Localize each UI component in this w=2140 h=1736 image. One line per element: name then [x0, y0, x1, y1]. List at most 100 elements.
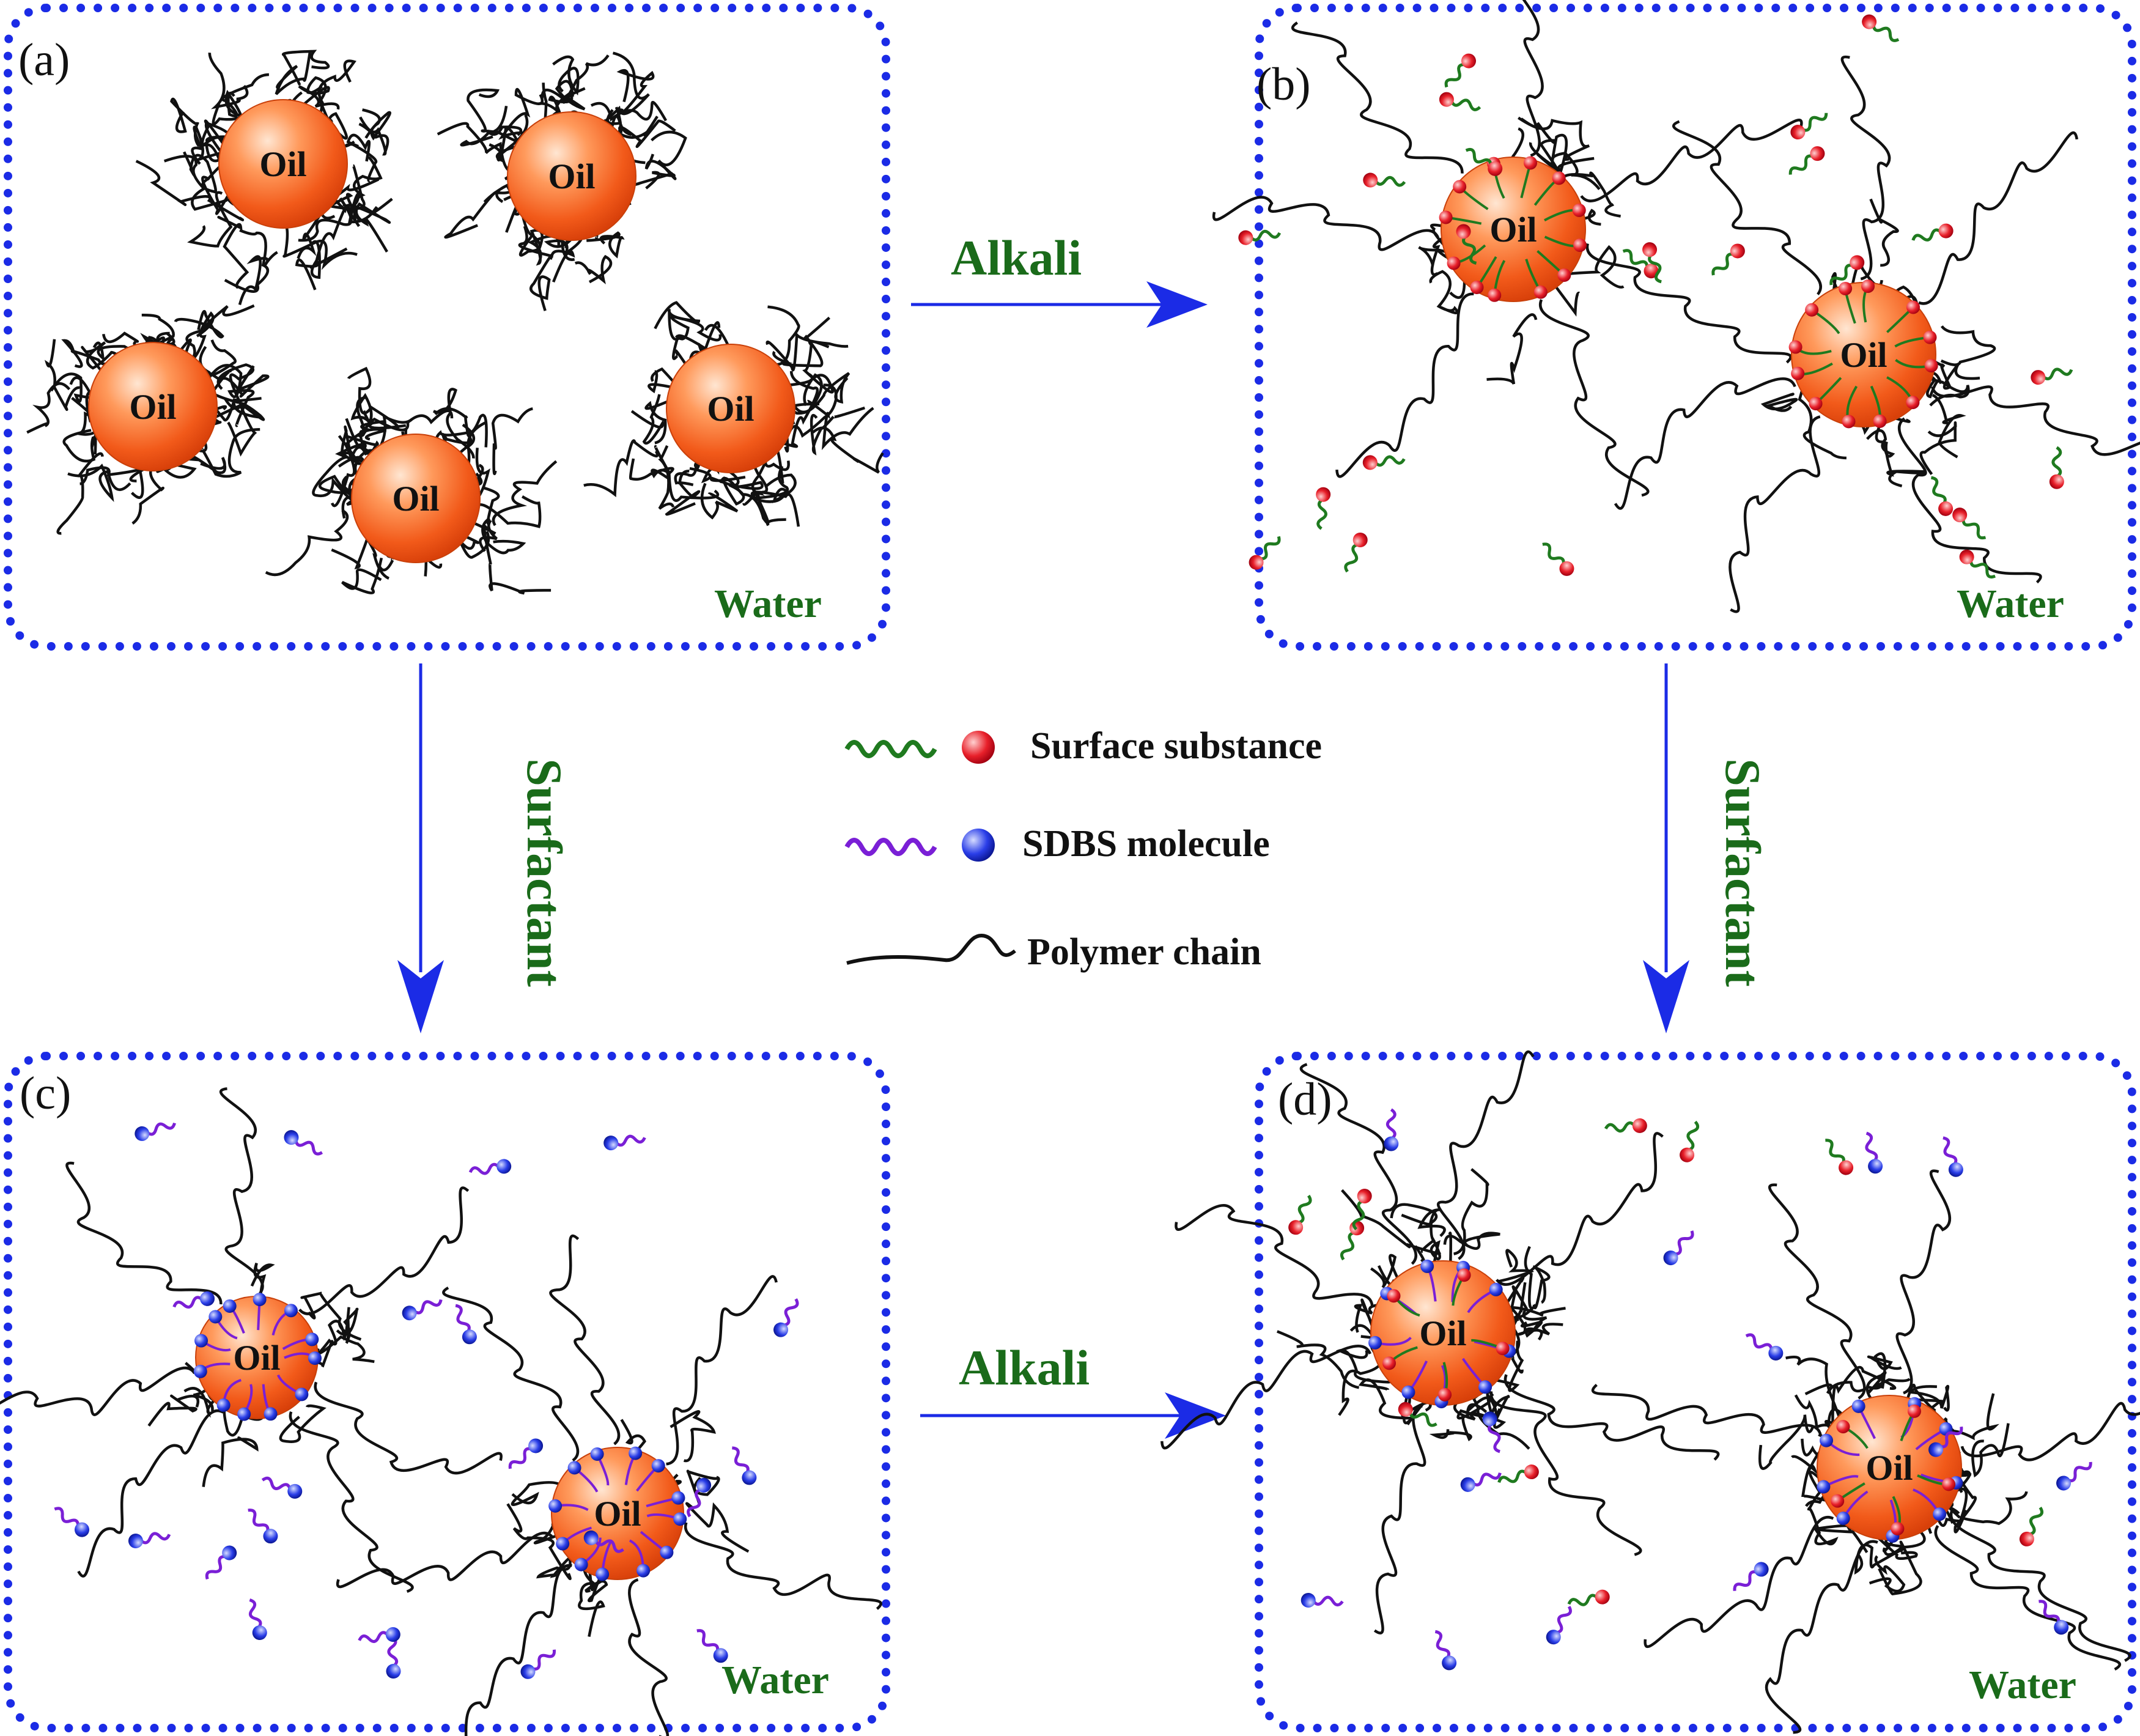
- panel-d-medium: Water: [1969, 1663, 2076, 1707]
- surface-substance-molecule: [1444, 53, 1476, 88]
- arrow-b-to-d-label: Surfactant: [1715, 758, 1771, 987]
- sdbs-molecule: [1434, 1630, 1457, 1671]
- surface-substance-molecule: [1911, 223, 1954, 242]
- panel-a: [4, 4, 890, 651]
- surface-substance-molecule: [1497, 1465, 1539, 1483]
- panel-b-medium: Water: [1957, 582, 2064, 626]
- oil-label: Oil: [707, 389, 754, 429]
- arrow-a-to-c-label: Surfactant: [517, 758, 572, 987]
- sdbs-molecule: [603, 1134, 646, 1151]
- sdbs-molecule: [54, 1507, 90, 1537]
- panel-d-label: (d): [1278, 1074, 1332, 1125]
- surface-substance-molecule: [1680, 1120, 1700, 1162]
- sdbs-molecule: [583, 1530, 624, 1553]
- surface-substance-molecule: [1604, 1118, 1647, 1133]
- surface-substance-molecule: [1362, 455, 1406, 470]
- surface-substance-molecule: [1465, 147, 1503, 176]
- oil-label: Oil: [392, 479, 439, 519]
- legend-polymer-chain-icon: [846, 933, 1016, 965]
- sdbs-molecule: [1663, 1230, 1694, 1266]
- arrow-a-to-b: [911, 281, 1208, 328]
- surface-substance-molecule: [1788, 146, 1825, 175]
- oil-label: Oil: [1840, 335, 1887, 375]
- sdbs-molecule: [1482, 1411, 1501, 1453]
- legend-sdbs-molecule-icon: [844, 829, 995, 862]
- sdbs-molecule: [248, 1509, 278, 1544]
- panel-b-label: (b): [1256, 59, 1311, 110]
- legend-surface-substance-label: Surface substance: [1030, 725, 1323, 767]
- sdbs-molecule: [1928, 1426, 1963, 1457]
- surface-substance-molecule: [1340, 1221, 1365, 1261]
- sdbs-molecule: [248, 1598, 267, 1641]
- surface-substance-molecule: [1959, 549, 1996, 579]
- sdbs-molecule: [1301, 1592, 1344, 1608]
- sdbs-molecule: [468, 1159, 512, 1175]
- surface-substance-molecule: [1952, 508, 1987, 540]
- surface-substance-molecule: [1363, 172, 1406, 188]
- surface-substance-molecule: [1439, 92, 1481, 111]
- sdbs-molecule: [284, 1130, 323, 1156]
- surface-substance-molecule: [1930, 476, 1954, 516]
- oil-label: Oil: [594, 1494, 641, 1534]
- surface-substance-molecule: [1456, 224, 1477, 265]
- sdbs-molecule: [732, 1446, 757, 1485]
- oil-label: Oil: [548, 157, 595, 196]
- surface-substance-molecule: [1249, 536, 1281, 570]
- oil-label: Oil: [1489, 210, 1537, 249]
- surface-substance-molecule: [1711, 243, 1745, 276]
- oil-label: Oil: [233, 1338, 280, 1378]
- surface-substance-molecule: [1642, 242, 1662, 284]
- sdbs-molecule: [1745, 1333, 1784, 1361]
- surface-substance-molecule: [1862, 14, 1900, 42]
- surface-substance-molecule: [1622, 249, 1659, 279]
- sdbs-molecule: [172, 1291, 215, 1309]
- sdbs-molecule: [128, 1532, 171, 1548]
- sdbs-molecule: [520, 1649, 556, 1679]
- sdbs-molecule: [1943, 1136, 1963, 1177]
- sdbs-molecule: [1546, 1606, 1572, 1645]
- sdbs-molecule: [386, 1635, 401, 1679]
- arrow-c-to-d-label: Alkali: [959, 1340, 1090, 1395]
- sdbs-molecule: [1384, 1108, 1399, 1151]
- sdbs-molecule: [1865, 1131, 1883, 1174]
- surface-substance-molecule: [1398, 1402, 1437, 1427]
- sdbs-molecule: [261, 1476, 303, 1499]
- sdbs-molecule: [687, 1477, 712, 1518]
- legend-surface-substance-icon: [844, 731, 995, 764]
- surface-substance-molecule: [2019, 1506, 2044, 1546]
- sdbs-molecule: [1460, 1472, 1502, 1492]
- panel-b: [1255, 4, 2136, 651]
- surface-substance-molecule: [2049, 446, 2064, 489]
- oil-label: Oil: [1865, 1448, 1913, 1488]
- sdbs-molecule: [455, 1304, 477, 1345]
- sdbs-molecule: [1733, 1562, 1769, 1591]
- arrow-a-to-c: [397, 663, 444, 1033]
- sdbs-molecule: [205, 1545, 237, 1580]
- surface-substance-molecule: [1238, 229, 1282, 245]
- arrow-c-to-d: [920, 1392, 1226, 1439]
- oil-label: Oil: [259, 144, 306, 184]
- surface-substance-molecule: [1829, 255, 1865, 286]
- sdbs-molecule: [508, 1438, 544, 1469]
- sdbs-molecule: [773, 1298, 799, 1337]
- legend-polymer-chain-label: Polymer chain: [1027, 931, 1261, 973]
- sdbs-molecule: [2039, 1600, 2069, 1635]
- surface-substance-molecule: [1316, 487, 1331, 530]
- legend-sdbs-molecule-label: SDBS molecule: [1022, 823, 1270, 865]
- surface-substance-molecule: [2031, 368, 2073, 385]
- surface-substance-molecule: [1567, 1589, 1610, 1606]
- surface-substance-molecule: [1790, 113, 1828, 140]
- surface-substance-molecule: [1352, 1188, 1372, 1230]
- arrow-b-to-d: [1643, 663, 1689, 1033]
- surface-substance-molecule: [1344, 532, 1368, 573]
- sdbs-molecule: [402, 1299, 443, 1321]
- panel-c-label: (c): [20, 1068, 72, 1119]
- surface-substance-molecule: [1542, 542, 1574, 576]
